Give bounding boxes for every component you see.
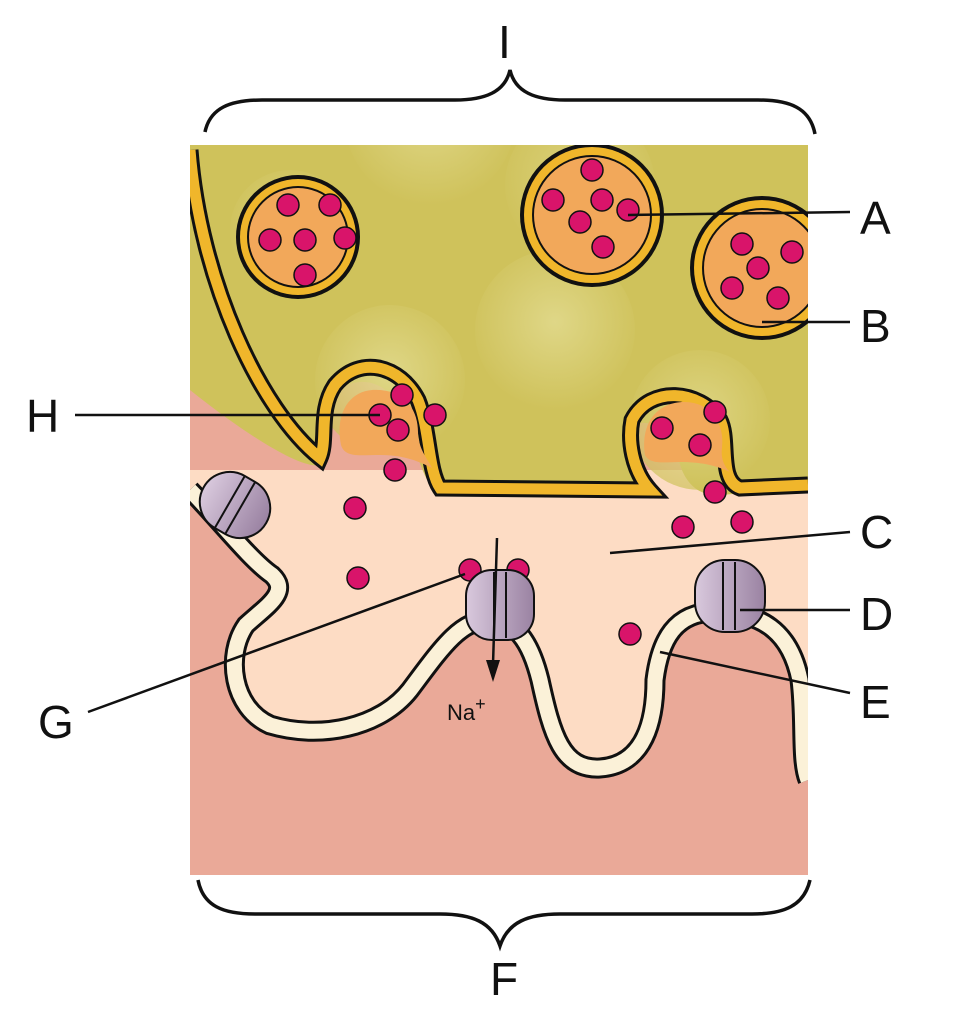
brace-top <box>203 69 817 135</box>
leader-line-g <box>87 572 466 714</box>
label-a: A <box>860 192 891 244</box>
terminal-bulge <box>475 250 635 410</box>
receptor-channel-g <box>465 569 535 641</box>
ion-label: Na+ <box>447 694 486 725</box>
label-h: H <box>26 390 59 442</box>
label-f: F <box>490 953 518 1005</box>
ion-flow-arrow <box>491 537 499 665</box>
brace-bottom <box>196 879 812 952</box>
leader-line-a <box>627 210 851 217</box>
arrow-head-icon <box>486 660 500 682</box>
receptor <box>198 471 272 539</box>
receptor-d <box>694 559 766 633</box>
leader-line-c <box>609 530 851 555</box>
label-e: E <box>860 676 891 728</box>
label-d: D <box>860 588 893 640</box>
label-c: C <box>860 506 893 558</box>
label-g: G <box>38 696 74 748</box>
synaptic-vesicle-a <box>520 145 664 287</box>
fusing-vesicle-h <box>339 389 432 468</box>
label-b: B <box>860 300 891 352</box>
terminal-bulge <box>348 145 512 205</box>
label-i: I <box>498 16 511 68</box>
leader-line-e <box>659 650 851 695</box>
